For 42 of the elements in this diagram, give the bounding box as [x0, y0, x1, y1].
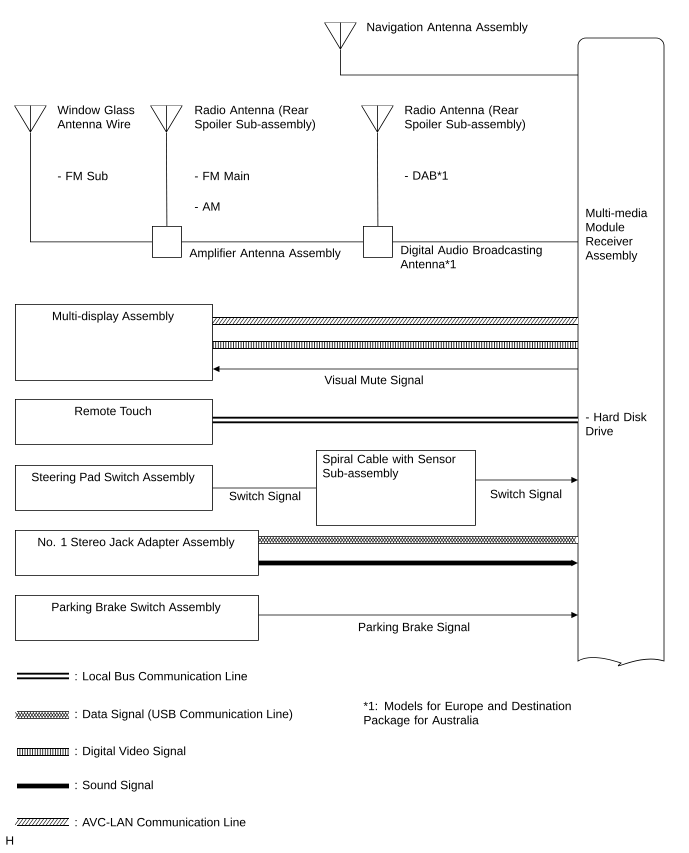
component-label: - AM [194, 202, 220, 211]
legend-label: : Sound Signal [76, 780, 153, 792]
component-label: Navigation Antenna Assembly [367, 22, 528, 34]
connector-line [166, 132, 168, 226]
component-label: - FM Sub [58, 171, 108, 180]
connector-line [212, 341, 578, 349]
antenna-symbol [324, 22, 356, 50]
connector-line [212, 416, 578, 424]
antenna-symbol [361, 105, 394, 132]
component-box: Remote Touch [15, 399, 213, 445]
component-box: Multi-display Assembly [15, 304, 213, 381]
legend-label: : AVC-LAN Communication Line [76, 818, 246, 826]
legend-label: : Local Bus Communication Line [76, 672, 248, 680]
component-box: No. 1 Stereo Jack Adapter Assembly [15, 530, 259, 576]
component-label: Radio Antenna (Rear Spoiler Sub-assembly) [404, 105, 526, 131]
component-label: - DAB*1 [404, 171, 448, 180]
antenna-symbol [150, 105, 182, 132]
connector-line [30, 132, 152, 242]
connector-line [377, 132, 378, 226]
legend-label: : Digital Video Signal [76, 746, 186, 758]
component-label: Radio Antenna (Rear Spoiler Sub-assembly) [194, 105, 316, 131]
footnote: *1: Models for Europe and Destination Package for Australia [364, 701, 571, 727]
component-label: Digital Audio Broadcasting Antenna*1 [400, 245, 542, 268]
connector-line [212, 317, 578, 325]
component-box: Parking Brake Switch Assembly [15, 595, 259, 641]
component-label: Amplifier Antenna Assembly [189, 248, 341, 260]
edge-label: Visual Mute Signal [323, 374, 425, 388]
page-marker: H [6, 836, 14, 845]
component-label: - FM Main [194, 171, 249, 180]
connector-line [340, 49, 578, 76]
component-box: Spiral Cable with Sensor Sub-assembly [316, 450, 476, 526]
legend-label: : Data Signal (USB Communication Line) [76, 709, 292, 721]
component-box [363, 226, 393, 258]
antenna-symbol [14, 105, 46, 132]
connector-line [258, 536, 578, 544]
component-box [152, 226, 182, 258]
edge-label: Switch Signal [228, 490, 302, 504]
edge-label: Parking Brake Signal [356, 621, 472, 635]
edge-label: Switch Signal [488, 488, 564, 502]
component-label: Window Glass Antenna Wire [57, 105, 134, 128]
receiver-box: Multi-media Module Receiver Assembly - Hard Disk Drive [578, 38, 664, 666]
component-box: Steering Pad Switch Assembly [15, 465, 213, 511]
